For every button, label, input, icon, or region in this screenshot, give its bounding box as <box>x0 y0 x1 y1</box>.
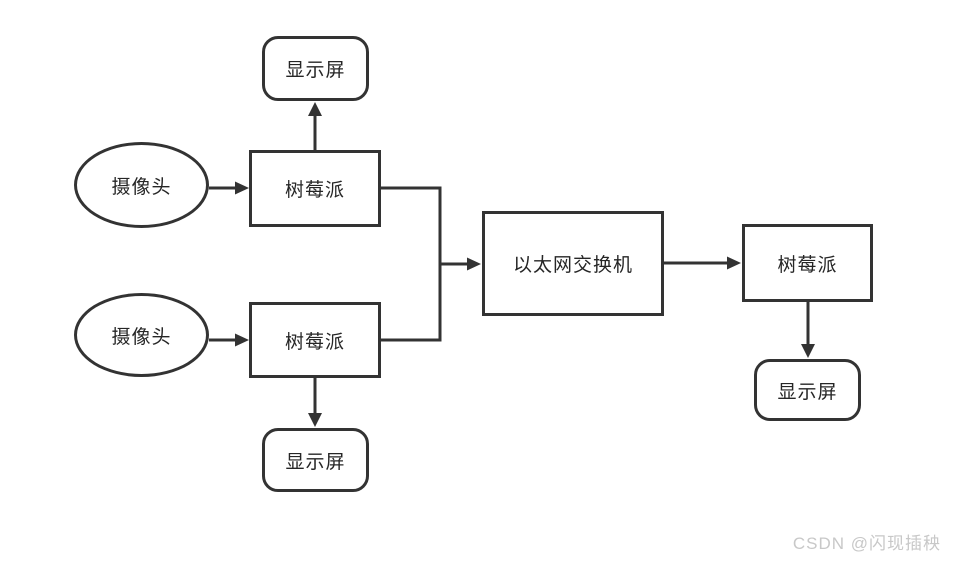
node-label: 显示屏 <box>777 381 838 403</box>
edge-pi-right-to-display-right <box>801 302 815 358</box>
node-pi-bottom: 树莓派 <box>249 302 381 378</box>
node-camera-top: 摄像头 <box>74 142 209 228</box>
node-label: 树莓派 <box>777 254 838 276</box>
node-ethernet-switch: 以太网交换机 <box>482 211 664 316</box>
node-label: 树莓派 <box>284 180 345 201</box>
watermark: CSDN @闪现插秧 <box>792 534 941 553</box>
edge-pi-top-to-display-top <box>308 102 322 150</box>
edge-pi-boxes-junction <box>381 186 442 342</box>
edge-pi-bottom-to-display-bottom <box>308 378 322 427</box>
edge-camera-bottom-to-pi-bottom <box>209 333 249 347</box>
edge-junction-to-switch <box>440 257 481 271</box>
node-label: 树莓派 <box>284 331 345 353</box>
node-label: 显示屏 <box>285 451 346 473</box>
node-pi-top: 树莓派 <box>249 150 381 227</box>
node-label: 以太网交换机 <box>512 255 633 276</box>
node-camera-bottom: 摄像头 <box>74 293 209 377</box>
node-display-bottom: 显示屏 <box>262 428 369 492</box>
edge-camera-top-to-pi-top <box>209 181 249 195</box>
node-label: 显示屏 <box>285 60 346 81</box>
edge-switch-to-pi-right <box>664 256 741 270</box>
node-label: 摄像头 <box>111 176 172 198</box>
node-display-top: 显示屏 <box>262 36 369 101</box>
node-pi-right: 树莓派 <box>742 224 873 302</box>
node-label: 摄像头 <box>111 326 172 348</box>
node-display-right: 显示屏 <box>754 359 861 421</box>
